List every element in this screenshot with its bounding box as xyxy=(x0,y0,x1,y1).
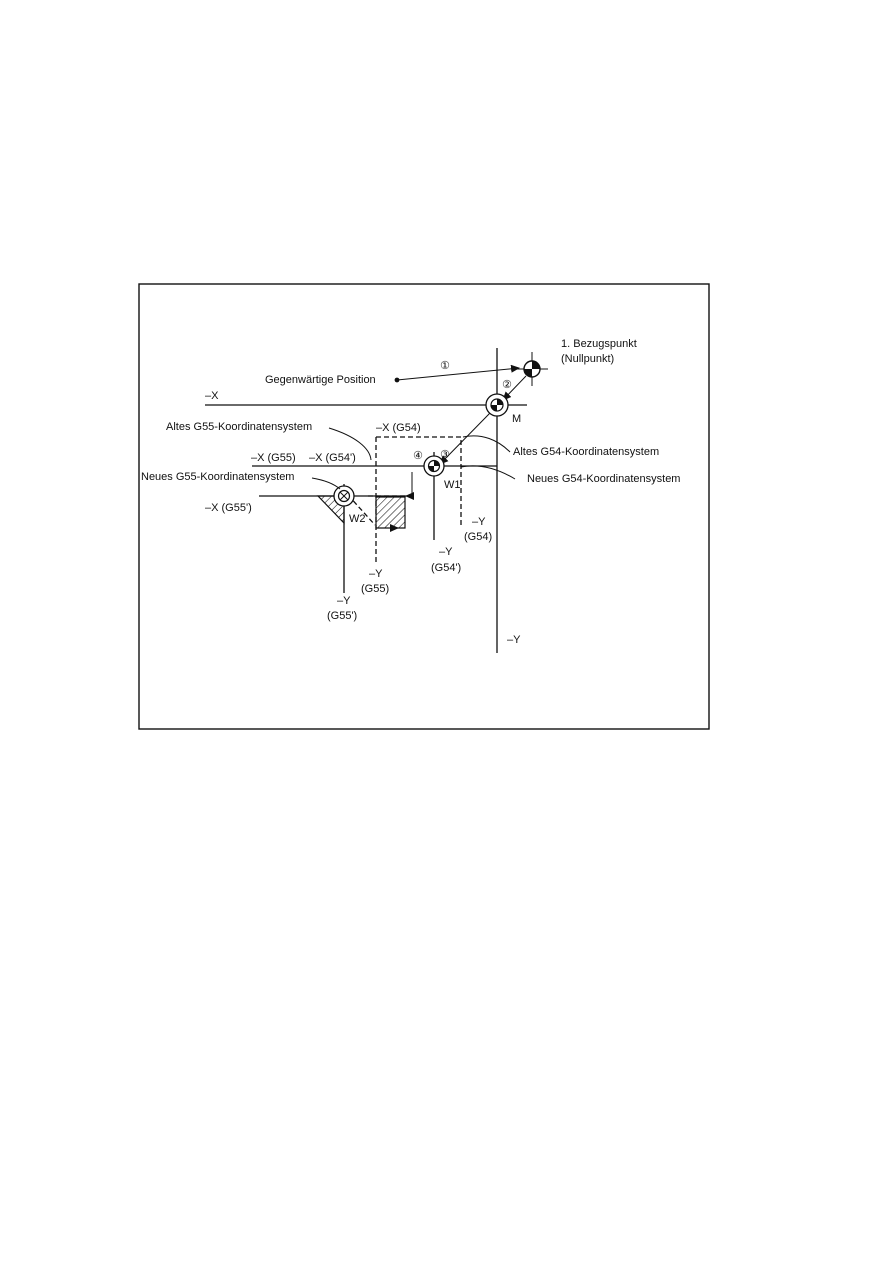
old-g54-x-axis xyxy=(376,436,462,528)
label-old-g54: Altes G54-Koordinatensystem xyxy=(513,446,659,458)
reference-point-symbol xyxy=(516,352,548,386)
step-2: ② xyxy=(502,379,512,391)
g55-hatched-area xyxy=(375,496,406,529)
label-ref-point-2: (Nullpunkt) xyxy=(561,353,614,365)
label-y-g54-a: –Y xyxy=(472,516,486,528)
label-y-g54-b: (G54) xyxy=(464,531,492,543)
leader-new-g54 xyxy=(460,465,516,480)
label-x-g54: –X (G54) xyxy=(376,422,421,434)
label-old-g55: Altes G55-Koordinatensystem xyxy=(166,421,312,433)
label-y-g55p-b: (G55') xyxy=(327,610,357,622)
step-3: ③ xyxy=(440,449,450,461)
step-1: ① xyxy=(440,360,450,372)
label-y-g55-a: –Y xyxy=(369,568,383,580)
leader-old-g55 xyxy=(328,427,372,461)
g54-offset-arrow xyxy=(405,472,414,500)
label-current-position: Gegenwärtige Position xyxy=(265,374,376,386)
label-y-g55p-a: –Y xyxy=(337,595,351,607)
move-1-arrow xyxy=(396,364,520,381)
label-w1: W1 xyxy=(444,479,461,491)
step-4: ④ xyxy=(413,450,423,462)
label-machine-x: –X xyxy=(205,390,219,402)
label-m: M xyxy=(512,413,521,425)
label-x-g55: –X (G55) xyxy=(251,452,296,464)
leader-old-g54 xyxy=(462,435,511,453)
w1-symbol xyxy=(423,455,445,477)
label-y-g54p-a: –Y xyxy=(439,546,453,558)
label-w2: W2 xyxy=(349,513,366,525)
move-2-arrow xyxy=(502,375,527,401)
label-new-g55: Neues G55-Koordinatensystem xyxy=(141,471,294,483)
w2-symbol xyxy=(333,485,355,507)
label-x-g55p: –X (G55') xyxy=(205,502,252,514)
machine-zero-symbol xyxy=(485,393,509,417)
figure-frame xyxy=(138,283,710,730)
label-y-g55-b: (G55) xyxy=(361,583,389,595)
label-ref-point-1: 1. Bezugspunkt xyxy=(561,338,637,350)
label-machine-y: –Y xyxy=(507,634,521,646)
label-x-g54p: –X (G54') xyxy=(309,452,356,464)
leader-new-g55 xyxy=(311,477,341,490)
g55-diagonal xyxy=(347,494,376,526)
label-y-g54p-b: (G54') xyxy=(431,562,461,574)
move-3-arrow xyxy=(439,412,491,465)
label-new-g54: Neues G54-Koordinatensystem xyxy=(527,473,680,485)
